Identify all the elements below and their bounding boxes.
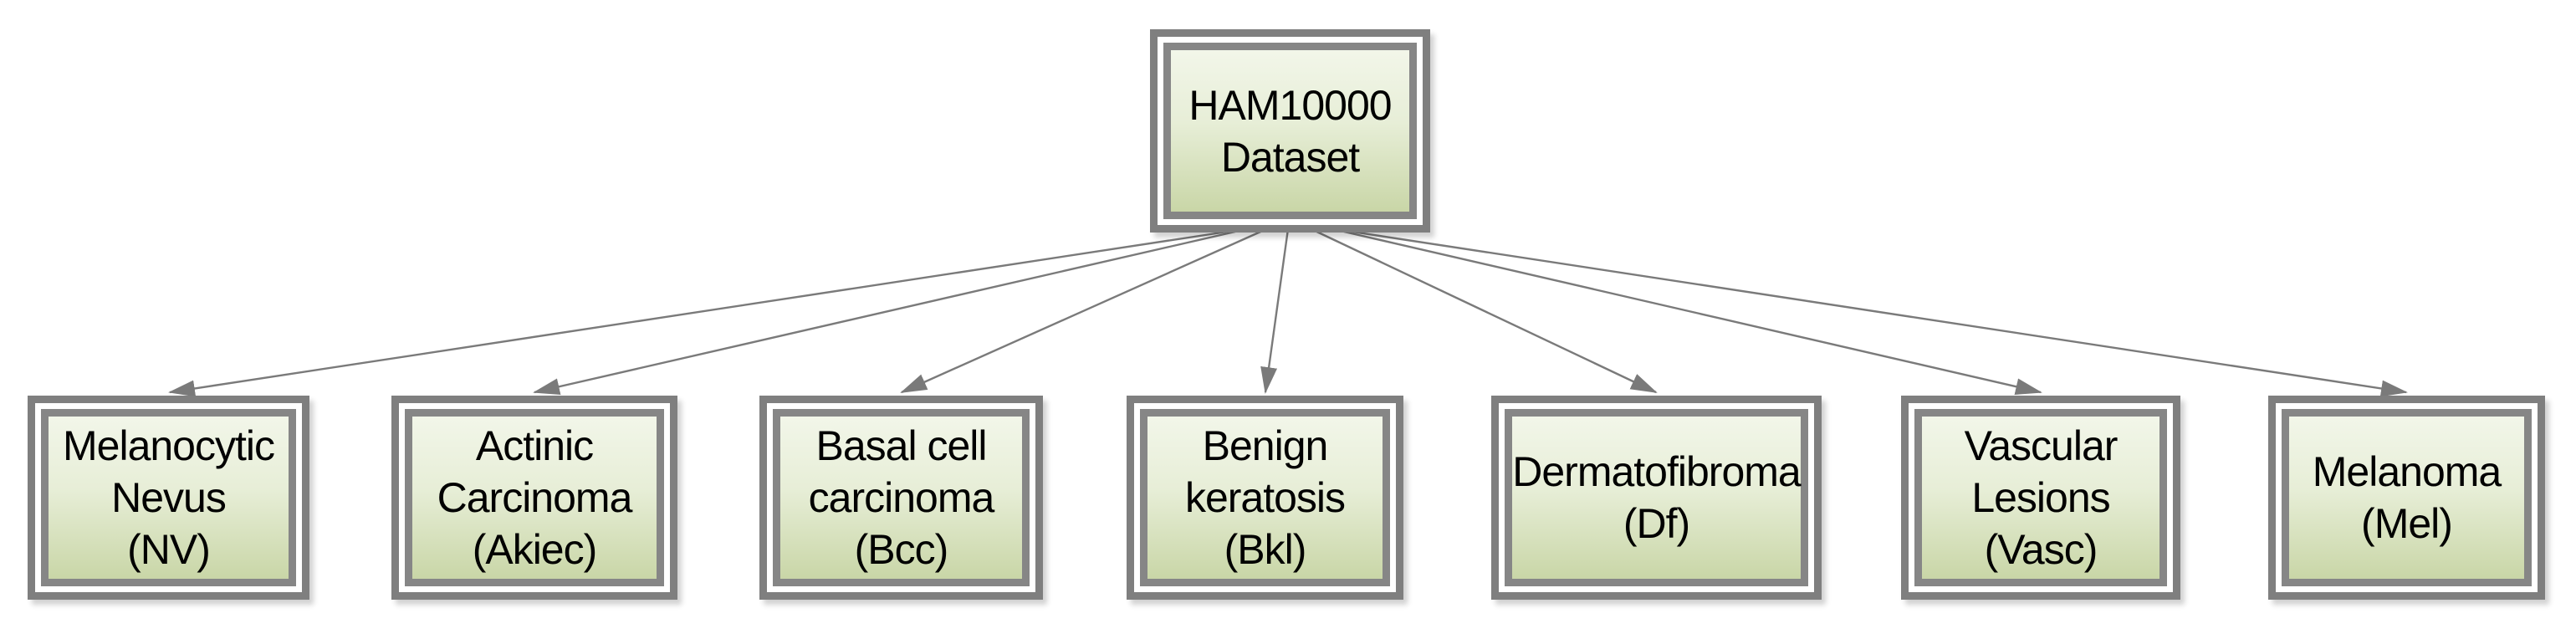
node-fill: Benign keratosis (Bkl): [1140, 409, 1390, 586]
node-fill: Melanocytic Nevus (NV): [41, 409, 296, 586]
node-fill: Melanoma (Mel): [2282, 409, 2532, 586]
node-vascular-lesions: Vascular Lesions (Vasc): [1901, 396, 2180, 600]
connector-root-to-mel: [1335, 227, 2408, 397]
node-fill: Dermatofibroma (Df): [1505, 409, 1808, 586]
node-fill: HAM10000 Dataset: [1163, 43, 1417, 219]
connector-root-to-vasc: [1332, 227, 2042, 396]
node-melanoma: Melanoma (Mel): [2268, 396, 2545, 600]
node-dermatofibroma: Dermatofibroma (Df): [1491, 396, 1822, 600]
connector-root-to-df: [1311, 227, 1658, 394]
connector-root-to-akiec: [533, 227, 1247, 396]
node-benign-keratosis: Benign keratosis (Bkl): [1127, 396, 1403, 600]
node-label: Vascular Lesions (Vasc): [1964, 422, 2119, 573]
node-label: Benign keratosis (Bkl): [1184, 422, 1346, 573]
node-label: Melanoma (Mel): [2312, 448, 2502, 547]
connector-root-to-nv: [168, 227, 1245, 397]
node-fill: Actinic Carcinoma (Akiec): [405, 409, 664, 586]
node-label: Basal cell carcinoma (Bcc): [808, 422, 995, 573]
node-label: Melanocytic Nevus (NV): [63, 422, 275, 573]
connector-root-to-bkl: [1260, 228, 1290, 394]
node-fill: Vascular Lesions (Vasc): [1914, 409, 2167, 586]
node-ham10000-dataset: HAM10000 Dataset: [1150, 29, 1430, 233]
node-melanocytic-nevus: Melanocytic Nevus (NV): [28, 396, 309, 600]
node-basal-cell-carcinoma: Basal cell carcinoma (Bcc): [759, 396, 1043, 600]
node-fill: Basal cell carcinoma (Bcc): [773, 409, 1030, 586]
node-label: HAM10000 Dataset: [1188, 81, 1392, 181]
node-actinic-carcinoma: Actinic Carcinoma (Akiec): [391, 396, 677, 600]
node-label: Dermatofibroma (Df): [1512, 448, 1801, 547]
connector-root-to-bcc: [900, 227, 1267, 394]
node-label: Actinic Carcinoma (Akiec): [437, 422, 633, 573]
